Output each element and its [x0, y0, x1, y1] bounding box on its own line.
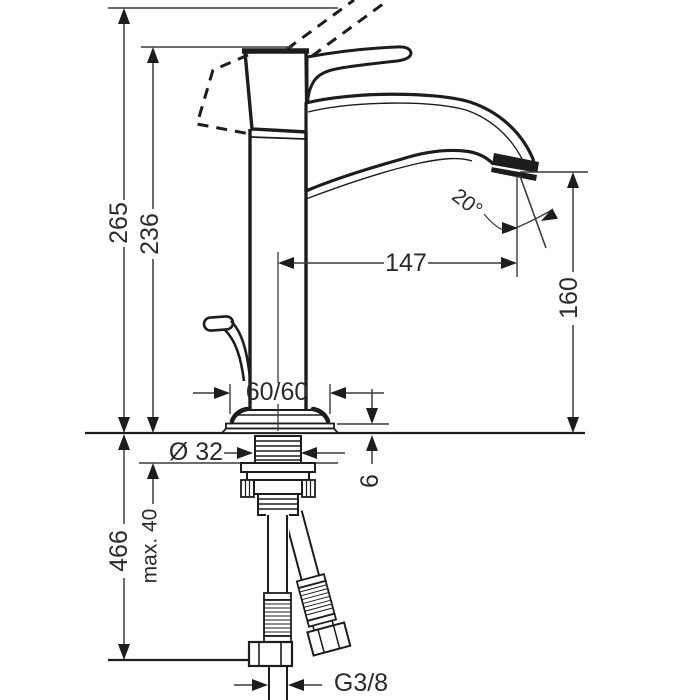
dim-connection-thread: G3/8	[234, 669, 388, 697]
installation-height-label: 466	[105, 530, 133, 572]
mounting-hole-label: Ø 32	[169, 438, 223, 466]
handle-cap	[243, 49, 309, 134]
dim-outlet-angle: 20°	[447, 175, 558, 249]
spout-inner-under-line	[305, 157, 473, 200]
dim-mounting-hole: Ø 32	[169, 438, 345, 466]
dim-outlet-height: 160	[520, 171, 588, 433]
connection-thread-label: G3/8	[334, 669, 388, 697]
spout-reach-label: 147	[385, 249, 427, 277]
dim-overall-height: 265	[105, 7, 338, 433]
base-footprint-label: 60/60	[246, 378, 309, 406]
mounting-hardware	[240, 435, 316, 516]
dim-base-plate-height: 6	[337, 389, 389, 488]
dim-max-deck-thickness: max. 40	[139, 463, 162, 583]
escutcheon	[219, 406, 341, 434]
outlet-angle-label: 20°	[447, 184, 486, 222]
raised-lever-dashed-outline	[195, 0, 388, 136]
spout-top-height-label: 236	[136, 213, 164, 255]
max-deck-thickness-label: max. 40	[139, 509, 162, 584]
spout	[304, 92, 538, 193]
left-supply-hose	[247, 513, 294, 700]
pop-up-rod	[202, 315, 252, 382]
lever-handle	[305, 45, 413, 109]
faucet-body-drawing	[195, 0, 539, 434]
overall-height-label: 265	[105, 202, 133, 244]
dim-installation-height: 466	[105, 434, 133, 660]
body-shoulder-line	[250, 136, 307, 140]
dim-base-footprint: 60/60	[193, 378, 384, 414]
right-supply-hose	[283, 510, 352, 657]
dim-height-to-spout-top: 236	[136, 46, 293, 433]
dim-spout-reach: 147	[277, 176, 518, 431]
base-plate-height-label: 6	[356, 474, 384, 488]
outlet-height-label: 160	[555, 277, 583, 319]
spout-inner-top-line	[307, 102, 524, 162]
aerator	[491, 153, 539, 181]
